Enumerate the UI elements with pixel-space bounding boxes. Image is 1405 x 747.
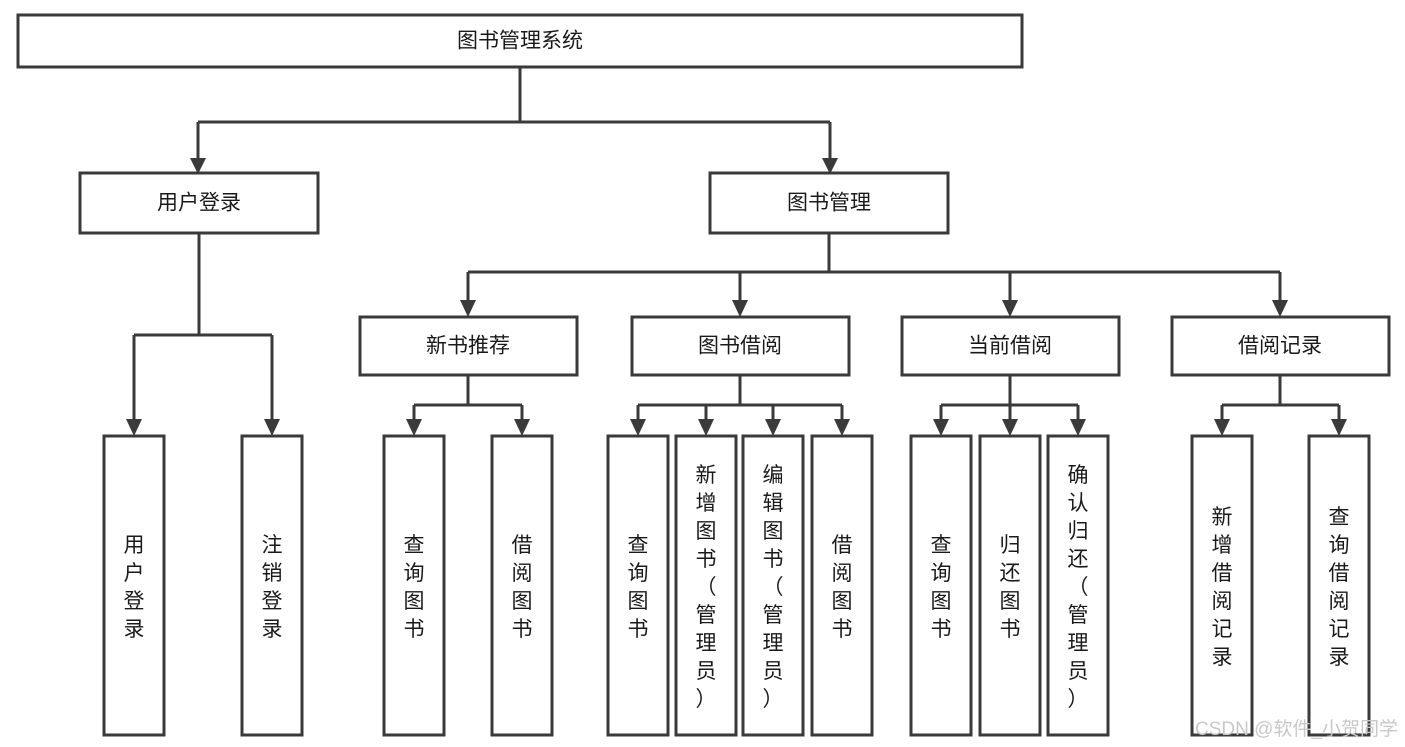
leaf-logout-login-label: 注销登录: [262, 534, 283, 641]
leaf-user-login[interactable]: 用户登录: [102, 434, 166, 737]
leaf-confirm-return[interactable]: 确认归还（管理员）: [1046, 434, 1110, 737]
leaf-query-book-1-box[interactable]: [382, 434, 446, 737]
leaf-query-record-box[interactable]: [1307, 434, 1371, 737]
watermark-label: CSDN @软件_小贺同学: [1195, 718, 1398, 740]
leaf-return-book-label: 归还图书: [1000, 534, 1021, 641]
connector-bookmanage-to-level3: [460, 233, 1288, 317]
node-book-borrow-box[interactable]: [630, 315, 851, 377]
node-book-manage-label: 图书管理: [787, 192, 871, 215]
leaf-logout-login-box[interactable]: [240, 434, 304, 737]
leaf-edit-book[interactable]: 编辑图书（管理员）: [741, 434, 805, 737]
connector-root-to-level2: [190, 68, 838, 174]
node-new-book-recommend-box[interactable]: [358, 315, 579, 377]
leaf-borrow-book-2-label: 借阅图书: [832, 534, 853, 641]
node-book-manage-box[interactable]: [708, 171, 950, 235]
node-new-book-recommend-label: 新书推荐: [426, 335, 510, 358]
node-borrow-record[interactable]: 借阅记录: [1170, 315, 1391, 377]
leaf-edit-book-box[interactable]: [741, 434, 805, 737]
node-user-login[interactable]: 用户登录: [78, 171, 320, 235]
connector-userlogin-to-leaves: [126, 233, 280, 436]
leaf-add-record[interactable]: 新增借阅记录: [1190, 434, 1254, 737]
node-book-manage[interactable]: 图书管理: [708, 171, 950, 235]
node-borrow-record-label: 借阅记录: [1238, 335, 1322, 358]
node-user-login-box[interactable]: [78, 171, 320, 235]
node-borrow-record-box[interactable]: [1170, 315, 1391, 377]
leaf-borrow-book-2-box[interactable]: [810, 434, 874, 737]
leaf-edit-book-label: 编辑图书（管理员）: [763, 464, 784, 711]
leaf-add-book[interactable]: 新增图书（管理员）: [674, 434, 738, 737]
leaf-query-book-1[interactable]: 查询图书: [382, 434, 446, 737]
node-user-login-label: 用户登录: [157, 192, 241, 215]
leaf-query-book-2[interactable]: 查询图书: [606, 434, 670, 737]
leaf-return-book[interactable]: 归还图书: [978, 434, 1042, 737]
connector-newbook-to-leaves: [406, 375, 530, 436]
leaf-query-record[interactable]: 查询借阅记录: [1307, 434, 1371, 737]
leaf-user-login-box[interactable]: [102, 434, 166, 737]
node-new-book-recommend[interactable]: 新书推荐: [358, 315, 579, 377]
connector-currentborrow-to-leaves: [933, 375, 1086, 436]
leaf-add-record-box[interactable]: [1190, 434, 1254, 737]
leaf-query-book-3-box[interactable]: [909, 434, 973, 737]
leaf-borrow-book-1-box[interactable]: [490, 434, 554, 737]
leaf-return-book-box[interactable]: [978, 434, 1042, 737]
connector-bookborrow-to-leaves: [630, 375, 850, 436]
leaf-borrow-book-1[interactable]: 借阅图书: [490, 434, 554, 737]
leaf-add-book-box[interactable]: [674, 434, 738, 737]
leaf-add-book-label: 新增图书（管理员）: [696, 464, 717, 711]
leaf-query-book-3[interactable]: 查询图书: [909, 434, 973, 737]
leaf-user-login-label: 用户登录: [124, 534, 145, 641]
connector-layer: [126, 68, 1347, 436]
leaf-query-book-2-label: 查询图书: [628, 534, 649, 641]
leaf-query-record-label: 查询借阅记录: [1329, 506, 1350, 669]
leaf-query-book-3-label: 查询图书: [931, 534, 952, 641]
node-root-label: 图书管理系统: [457, 30, 583, 53]
node-current-borrow[interactable]: 当前借阅: [900, 315, 1121, 377]
node-book-borrow[interactable]: 图书借阅: [630, 315, 851, 377]
leaf-add-record-label: 新增借阅记录: [1212, 506, 1233, 669]
leaf-query-book-1-label: 查询图书: [404, 534, 425, 641]
node-current-borrow-box[interactable]: [900, 315, 1121, 377]
node-root[interactable]: 图书管理系统: [16, 13, 1024, 69]
leaf-confirm-return-label: 确认归还（管理员）: [1068, 464, 1089, 711]
node-root-box[interactable]: [16, 13, 1024, 69]
node-book-borrow-label: 图书借阅: [698, 335, 782, 358]
node-current-borrow-label: 当前借阅: [968, 335, 1052, 358]
leaf-borrow-book-1-label: 借阅图书: [512, 534, 533, 641]
leaf-confirm-return-box[interactable]: [1046, 434, 1110, 737]
leaf-borrow-book-2[interactable]: 借阅图书: [810, 434, 874, 737]
leaf-query-book-2-box[interactable]: [606, 434, 670, 737]
leaf-logout-login[interactable]: 注销登录: [240, 434, 304, 737]
connector-borrowrecord-to-leaves: [1214, 375, 1347, 436]
